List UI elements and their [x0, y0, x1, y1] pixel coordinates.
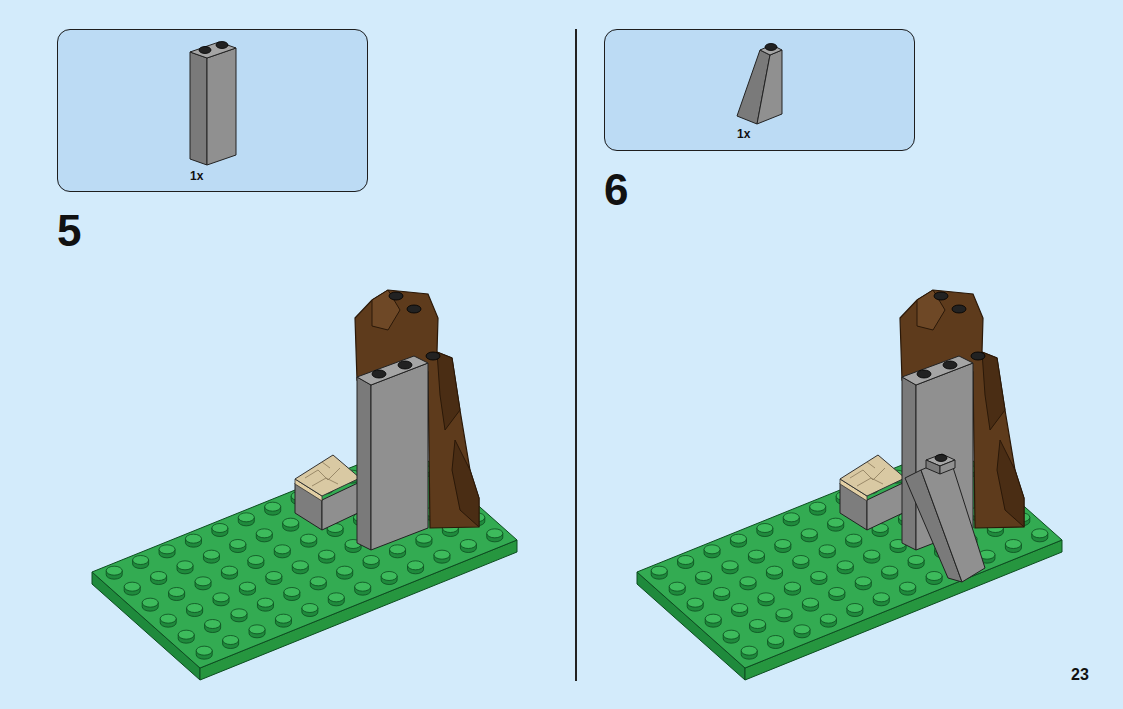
- part-quantity: 1x: [737, 128, 750, 141]
- part-quantity: 1x: [190, 170, 203, 183]
- step-number: 5: [57, 209, 81, 253]
- step-number: 6: [604, 168, 628, 212]
- part-callout-box: 1x: [604, 29, 915, 151]
- part-callout-box: 1x: [57, 29, 368, 192]
- page-number: 23: [1071, 667, 1089, 683]
